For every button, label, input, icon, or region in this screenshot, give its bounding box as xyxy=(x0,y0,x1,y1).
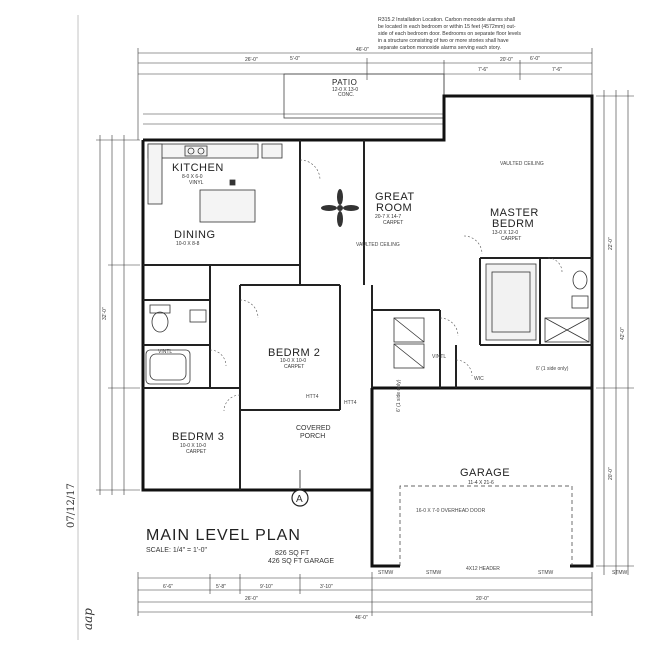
margin-date: 07/12/17 xyxy=(66,483,77,528)
dim-bot-right: 20'-0" xyxy=(476,596,489,602)
dim-top-a: 5'-0" xyxy=(290,56,300,62)
great-room-name-2: ROOM xyxy=(376,202,412,214)
htt-label-2: HTT4 xyxy=(344,400,357,406)
garage-label: GARAGE 11-4 X 21-6 xyxy=(460,467,510,486)
bedrm3-size: 10-0 X 10-0 xyxy=(180,443,206,449)
master-label: MASTER BEDRM 13-0 X 12-0 CARPET xyxy=(490,207,539,242)
dim-bot-overall: 46'-0" xyxy=(355,615,368,621)
dim-left-overall: 32'-0" xyxy=(102,307,108,320)
bedrm2-size: 10-0 X 10-0 xyxy=(280,358,306,364)
overhead-door-label: 16-0 X 7-0 OVERHEAD DOOR xyxy=(416,508,486,514)
right-dimensions xyxy=(596,90,634,575)
vintl-label-bath: VINTL xyxy=(158,349,172,355)
dim-top-c: 6'-0" xyxy=(530,56,540,62)
garage-name: GARAGE xyxy=(460,467,510,479)
left-dimensions xyxy=(96,135,140,495)
dim-bot-a: 6'-6" xyxy=(163,584,173,590)
dining-size: 10-0 X 8-8 xyxy=(176,241,200,247)
door-swings xyxy=(209,159,563,412)
kitchen-label: KITCHEN 8-0 X 6-0 VINYL xyxy=(172,162,224,186)
plan-sqft: 826 SQ FT xyxy=(275,550,310,557)
master-finish: CARPET xyxy=(501,236,521,242)
bedrm3-finish: CARPET xyxy=(186,449,206,455)
note-line-4: in a structure consisting of two or more… xyxy=(378,38,509,44)
dim-right-a: 22'-0" xyxy=(608,237,614,250)
one-side-label-left: 6' (1 side only) xyxy=(396,379,402,412)
kitchen-finish: VINYL xyxy=(189,180,204,186)
section-a-letter: A xyxy=(296,494,303,505)
dim-bot-b: 5'-8" xyxy=(216,584,226,590)
plan-garage-sqft: 426 SQ FT GARAGE xyxy=(268,558,334,565)
stemwall-1: STMW xyxy=(378,570,394,576)
note-line-5: separate carbon monoxide alarms serving … xyxy=(378,45,501,51)
note-line-3: side of each bedroom door. Bedrooms on s… xyxy=(378,31,521,37)
top-dimensions xyxy=(137,48,593,140)
dim-top-left: 26'-0" xyxy=(245,57,258,63)
patio-name: PATIO xyxy=(332,78,357,87)
header-label: 4X12 HEADER xyxy=(466,566,500,572)
dining-name: DINING xyxy=(174,229,216,241)
note-line-1: R315.2 Installation Location. Carbon mon… xyxy=(378,17,515,23)
master-size: 13-0 X 12-0 xyxy=(492,230,518,236)
bottom-dimensions xyxy=(137,572,593,616)
bedrm2-label: BEDRM 2 10-0 X 10-0 CARPET xyxy=(268,347,320,370)
great-room-finish: CARPET xyxy=(383,220,403,226)
code-note: R315.2 Installation Location. Carbon mon… xyxy=(378,17,521,51)
patio: PATIO 12-0 X 13-0 CONC. xyxy=(283,73,445,119)
dim-top-right: 20'-0" xyxy=(500,57,513,63)
stemwall-3: STMW xyxy=(538,570,554,576)
dim-top-b: 7'-6" xyxy=(478,67,488,73)
note-line-2: be located in each bedroom or within 15 … xyxy=(378,24,516,30)
dim-bot-left: 26'-0" xyxy=(245,596,258,602)
bedrm2-name: BEDRM 2 xyxy=(268,347,320,359)
dim-right-b: 20'-0" xyxy=(608,467,614,480)
vaulted-label: VAULTED CEILING xyxy=(500,161,544,167)
garage-walls xyxy=(370,388,594,568)
section-marker-a: A xyxy=(291,470,309,507)
great-room-label: GREAT ROOM 20-7 X 14-7 CARPET xyxy=(375,191,415,226)
one-side-label: 6' (1 side only) xyxy=(536,366,569,372)
plan-scale: SCALE: 1/4" = 1'-0" xyxy=(146,547,207,554)
master-bath-fixtures xyxy=(485,263,590,343)
bedrm3-label: BEDRM 3 10-0 X 10-0 CARPET xyxy=(172,431,224,455)
dim-top-overall: 46'-0" xyxy=(356,47,369,53)
utility-fixtures xyxy=(393,317,425,369)
dim-top-d: 7'-6" xyxy=(552,67,562,73)
great-room-name-1: GREAT xyxy=(375,191,415,203)
vintl-label-utility: VINTL xyxy=(432,354,446,360)
dining-label: DINING 10-0 X 8-8 xyxy=(174,229,216,247)
master-name-2: BEDRM xyxy=(492,218,534,230)
garage-door xyxy=(399,485,573,566)
wic-label: WIC xyxy=(474,376,484,382)
patio-size: 12-0 X 13-0 xyxy=(332,87,358,93)
porch-name-2: PORCH xyxy=(300,433,325,440)
dim-bot-d: 3'-10" xyxy=(320,584,333,590)
kitchen-name: KITCHEN xyxy=(172,162,224,174)
interior-walls xyxy=(143,140,592,490)
kitchen-size: 8-0 X 6-0 xyxy=(182,174,203,180)
porch-name-1: COVERED xyxy=(296,425,331,432)
patio-finish: CONC. xyxy=(338,92,354,98)
covered-porch-label: COVERED PORCH xyxy=(296,425,331,440)
plan-title: MAIN LEVEL PLAN xyxy=(146,527,301,544)
bedrm2-finish: CARPET xyxy=(284,364,304,370)
bedrm3-name: BEDRM 3 xyxy=(172,431,224,443)
great-room-size: 20-7 X 14-7 xyxy=(375,214,401,220)
htt-label-1: HTT4 xyxy=(306,394,319,400)
dim-right-overall: 42'-0" xyxy=(620,327,626,340)
hall-bath-fixtures xyxy=(145,304,207,385)
dim-bot-c: 9'-10" xyxy=(260,584,273,590)
stemwall-4: STMW xyxy=(612,570,628,576)
margin-stamp: 07/12/17 aap xyxy=(66,15,95,640)
ceiling-fan-icon xyxy=(321,189,359,227)
kitchen-fixtures xyxy=(147,143,283,223)
stemwall-2: STMW xyxy=(426,570,442,576)
garage-size: 11-4 X 21-6 xyxy=(468,480,494,486)
title-block: MAIN LEVEL PLAN SCALE: 1/4" = 1'-0" 826 … xyxy=(146,527,334,565)
vaulted-label-great: VAULTED CEILING xyxy=(356,242,400,248)
margin-initials: aap xyxy=(81,608,95,630)
master-name-1: MASTER xyxy=(490,207,539,219)
